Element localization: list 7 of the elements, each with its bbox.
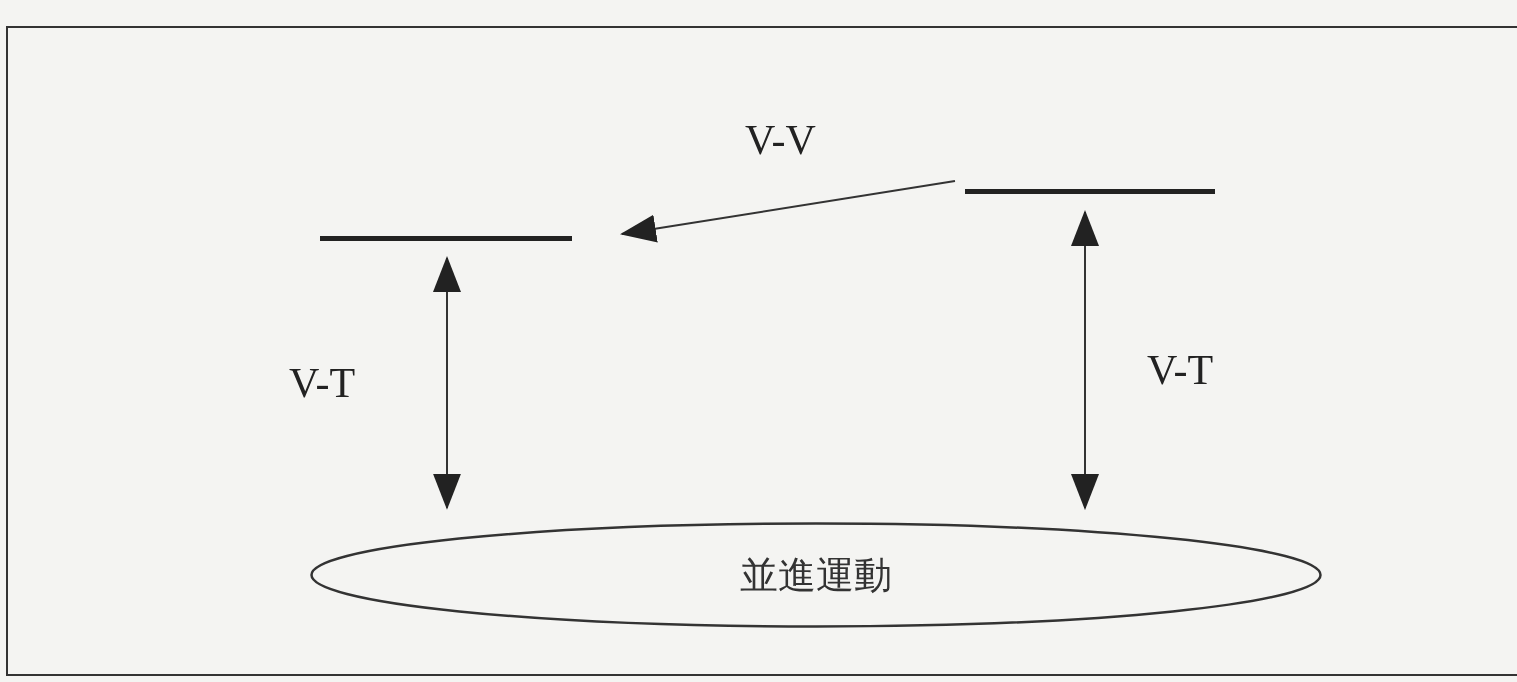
- arrow: [1071, 210, 1099, 511]
- node-label: 並進運動: [740, 552, 892, 598]
- energy-level-bar: [320, 236, 572, 241]
- arrow: [433, 256, 461, 510]
- energy-level-bar: [965, 189, 1215, 194]
- arrow: [620, 180, 956, 243]
- ellipse-node: [310, 522, 1322, 628]
